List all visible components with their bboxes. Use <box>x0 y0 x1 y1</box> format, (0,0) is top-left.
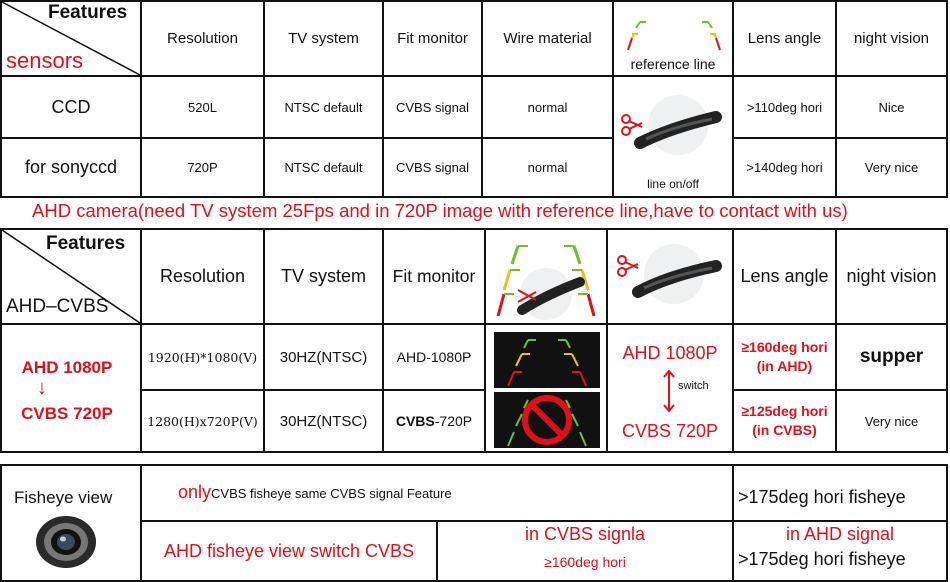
cell-wire-material: normal <box>527 99 568 115</box>
corner-subtitle: AHD–CVBS <box>6 296 109 317</box>
header-lens-angle: Lens angle <box>740 266 829 286</box>
prohibited-icon <box>522 395 572 445</box>
switch-cvbs-720p: CVBS 720P <box>621 420 719 441</box>
header-lens-angle: Lens angle <box>747 30 822 47</box>
cell-lens-angle: ≥160deg hori (in AHD) <box>741 339 828 374</box>
corner-title: Features <box>48 2 128 23</box>
header-wire-material: Wire material <box>503 30 592 47</box>
header-reference-line: reference line <box>614 2 732 75</box>
fisheye-row1-desc: onlyCVBS fisheye same CVBS signal Featur… <box>178 482 452 503</box>
corner-subtitle: sensors <box>6 48 84 73</box>
double-arrow-icon <box>663 369 675 413</box>
line-toggle-label: line on/off <box>647 177 699 191</box>
cell-fit-monitor: AHD-1080P <box>396 349 472 365</box>
cell-fit-monitor: CVBS signal <box>396 160 469 175</box>
fisheye-row1-text: CVBS fisheye same CVBS signal Feature <box>211 486 452 501</box>
fisheye-cvbs-angle: ≥160deg hori <box>544 554 626 570</box>
arrow-down-icon: ↓ <box>37 376 47 399</box>
model-ahd-1080p: AHD 1080P <box>21 358 113 377</box>
header-night-vision: night vision <box>853 30 930 47</box>
cell-fit-monitor: CVBS-720P <box>384 391 484 451</box>
fisheye-row1-lens: >175deg hori fisheye <box>738 487 906 507</box>
camera-cable-icon <box>617 244 722 304</box>
sensor-ccd: CCD <box>51 96 91 117</box>
reference-line-label: reference line <box>630 56 716 72</box>
header-fit-monitor: Fit monitor <box>397 30 468 47</box>
fisheye-cvbs-signal: in CVBS signla <box>524 523 646 544</box>
camera-cable-icon <box>621 95 722 155</box>
cell-resolution: 520L <box>188 99 217 115</box>
header-resolution: Resolution <box>167 30 238 47</box>
header-night-vision: night vision <box>846 266 937 286</box>
cell-night-vision: supper <box>859 346 924 367</box>
header-tv-system: TV system <box>280 266 366 286</box>
header-fit-monitor: Fit monitor <box>392 266 476 286</box>
screen-no-lines-image <box>494 392 600 448</box>
cell-tv-system: NTSC default <box>284 99 363 115</box>
line-toggle-cell: line on/off <box>614 77 732 196</box>
reference-line-icon <box>627 21 721 51</box>
cell-resolution: 720P <box>187 160 218 175</box>
cell-night-vision: Very nice <box>864 160 919 175</box>
scissors-icon <box>621 114 643 136</box>
switch-cell: AHD 1080P switch CVBS 720P <box>608 325 732 451</box>
fisheye-ahd-angle: >175deg hori fisheye <box>738 549 906 569</box>
cell-lens-angle: >110deg hori <box>746 99 823 115</box>
cell-resolution: 1280(H)x720P(V) <box>147 413 258 429</box>
model-cell: AHD 1080P ↓ CVBS 720P <box>2 325 140 451</box>
cell-tv-system: 30HZ(NTSC) <box>279 348 368 366</box>
header-tv-system: TV system <box>288 30 359 47</box>
header-resolution: Resolution <box>159 266 246 286</box>
cell-fit-monitor: CVBS signal <box>396 99 469 115</box>
cell-night-vision: Very nice <box>864 413 919 429</box>
monitor-cvbs: CVBS <box>395 413 435 429</box>
screen-with-lines-image <box>494 332 600 388</box>
corner-diagonal <box>1 1 141 76</box>
cell-night-vision: Nice <box>878 99 905 115</box>
cell-tv-system: 30HZ(NTSC) <box>279 412 368 430</box>
cell-resolution: 1920(H)*1080(V) <box>147 349 258 365</box>
only-label: only <box>178 482 212 502</box>
ahd-banner: AHD camera(need TV system 25Fps and in 7… <box>32 200 848 221</box>
corner-diagonal <box>1 229 141 324</box>
fisheye-lens-icon <box>36 516 96 568</box>
switch-ahd-1080p: AHD 1080P <box>622 342 718 363</box>
fisheye-ahd-signal: in AHD signal <box>785 523 895 544</box>
cell-lens-angle: ≥125deg hori (in CVBS) <box>741 403 828 438</box>
fisheye-switch-text: AHD fisheye view switch CVBS <box>163 540 415 561</box>
model-cvbs-720p: CVBS 720P <box>21 404 113 423</box>
cell-lens-angle: >140deg hori <box>746 160 823 175</box>
cell-wire-material: normal <box>527 160 568 175</box>
corner-title: Features <box>46 233 126 254</box>
cell-tv-system: NTSC default <box>284 160 363 175</box>
reference-line-icon <box>496 245 596 320</box>
fisheye-label: Fisheye view <box>14 488 113 507</box>
switch-label: switch <box>678 380 709 392</box>
sensor-sonyccd: for sonyccd <box>24 157 118 177</box>
monitor-720p: -720P <box>434 413 473 429</box>
